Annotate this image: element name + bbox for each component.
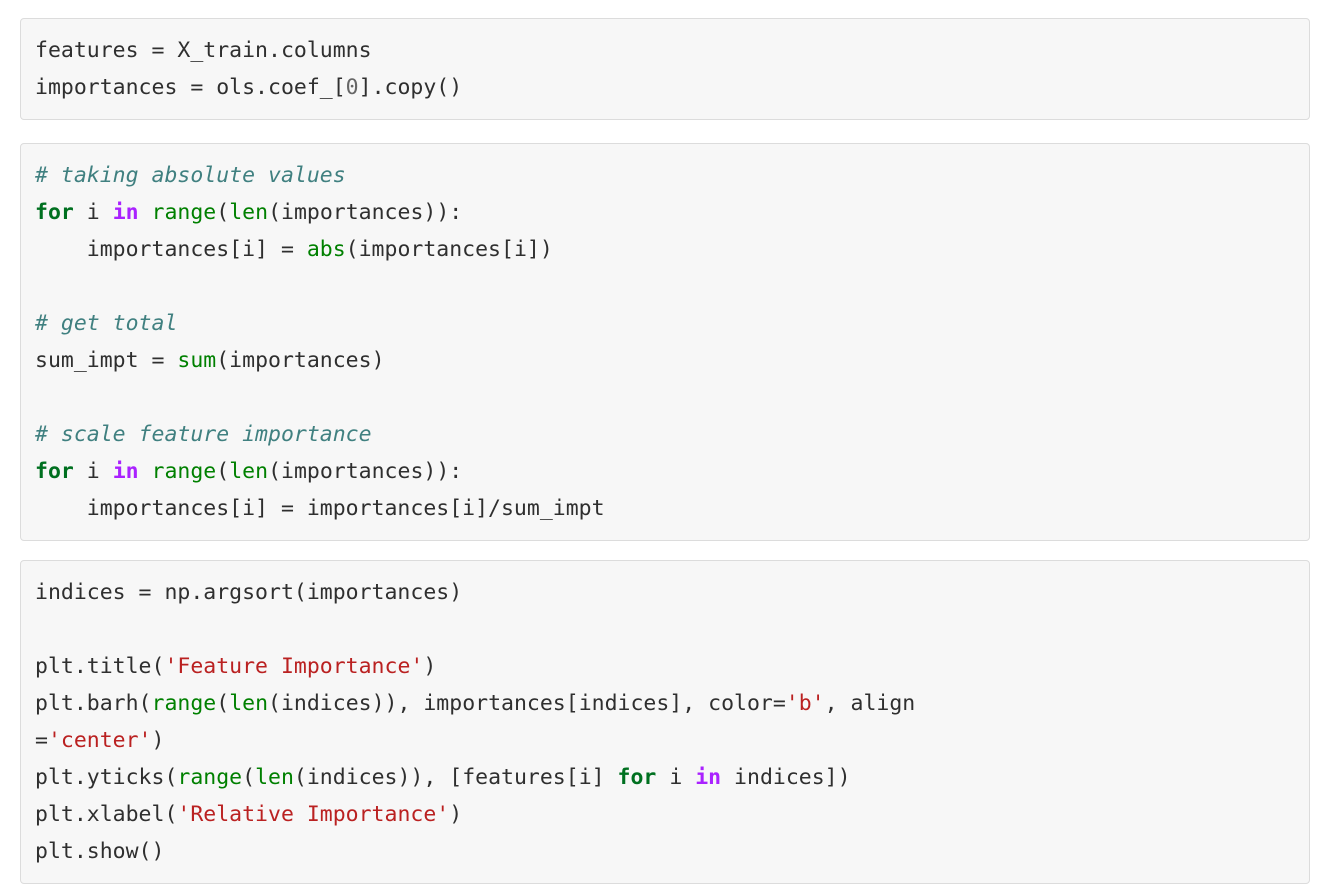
code-cell[interactable]: features = X_train.columns importances = … <box>20 18 1310 120</box>
code-token: plt.show() <box>35 839 165 864</box>
code-token: # taking absolute values <box>35 163 346 188</box>
code-token: ( <box>242 765 256 790</box>
code-line: sum_impt = sum(importances) <box>35 342 1295 379</box>
code-token: ) <box>449 802 463 827</box>
code-token: plt.title( <box>35 654 165 679</box>
code-line: features = X_train.columns <box>35 32 1295 69</box>
code-line: for i in range(len(importances)): <box>35 453 1295 490</box>
code-token: 'b' <box>785 691 825 716</box>
code-token: range <box>151 200 217 225</box>
code-line: # taking absolute values <box>35 157 1295 194</box>
code-token: ) <box>423 654 437 679</box>
code-token: i <box>73 459 113 484</box>
code-token: 0 <box>345 75 359 100</box>
code-token <box>139 200 152 225</box>
code-token: for <box>617 765 657 790</box>
code-token <box>139 459 152 484</box>
code-line: plt.title('Feature Importance') <box>35 648 1295 685</box>
code-token: ) <box>151 728 165 753</box>
code-token: (indices)), [features[i] <box>293 765 618 790</box>
code-token: range <box>151 459 217 484</box>
code-line: plt.barh(range(len(indices)), importance… <box>35 685 1295 722</box>
code-token: , align <box>824 691 916 716</box>
code-token: plt.yticks( <box>35 765 178 790</box>
code-token: sum <box>177 348 217 373</box>
code-token: len <box>255 765 294 790</box>
code-line: importances = ols.coef_[0].copy() <box>35 69 1295 106</box>
code-line: plt.yticks(range(len(indices)), [feature… <box>35 759 1295 796</box>
code-token: in <box>695 765 722 790</box>
code-token: i <box>73 200 113 225</box>
code-token: plt.barh( <box>35 691 152 716</box>
code-cell[interactable]: indices = np.argsort(importances) plt.tit… <box>20 560 1310 884</box>
code-token: len <box>229 691 269 716</box>
code-line <box>35 611 1295 648</box>
code-line: for i in range(len(importances)): <box>35 194 1295 231</box>
code-token: abs <box>306 237 346 262</box>
code-line: plt.show() <box>35 833 1295 870</box>
code-token: len <box>229 459 269 484</box>
code-token: range <box>177 765 243 790</box>
code-line <box>35 268 1295 305</box>
code-token: features = X_train.columns <box>35 38 372 63</box>
code-token: = <box>35 728 48 753</box>
code-token: ( <box>216 459 230 484</box>
code-token: plt.xlabel( <box>35 802 178 827</box>
code-line: importances[i] = importances[i]/sum_impt <box>35 490 1295 527</box>
code-token: (importances)): <box>268 459 463 484</box>
code-token: for <box>35 200 74 225</box>
code-token: (indices)), importances[indices], color= <box>268 691 786 716</box>
code-token: importances[i] = importances[i]/sum_impt <box>35 496 605 521</box>
code-token: ( <box>216 200 230 225</box>
code-token: len <box>229 200 269 225</box>
code-token: # get total <box>35 311 178 336</box>
code-token: indices]) <box>721 765 851 790</box>
code-line: # get total <box>35 305 1295 342</box>
code-token: (importances[i]) <box>345 237 553 262</box>
code-token: (importances) <box>216 348 385 373</box>
code-token: (importances)): <box>268 200 463 225</box>
code-token: 'center' <box>47 728 152 753</box>
code-line: ='center') <box>35 722 1295 759</box>
code-token: 'Feature Importance' <box>164 654 424 679</box>
code-token: importances = ols.coef_[ <box>35 75 346 100</box>
code-token: i <box>656 765 696 790</box>
code-text[interactable]: indices = np.argsort(importances) plt.tit… <box>35 574 1295 870</box>
code-token: in <box>112 200 139 225</box>
code-token: 'Relative Importance' <box>177 802 450 827</box>
code-line <box>35 379 1295 416</box>
code-line: indices = np.argsort(importances) <box>35 574 1295 611</box>
code-line: plt.xlabel('Relative Importance') <box>35 796 1295 833</box>
code-line: # scale feature importance <box>35 416 1295 453</box>
code-token: # scale feature importance <box>35 422 372 447</box>
code-token: range <box>151 691 217 716</box>
code-token: sum_impt = <box>35 348 178 373</box>
code-token: importances[i] = <box>35 237 307 262</box>
code-token: in <box>112 459 139 484</box>
code-text[interactable]: features = X_train.columns importances = … <box>35 32 1295 106</box>
code-token: ( <box>216 691 230 716</box>
code-token: indices = np.argsort(importances) <box>35 580 463 605</box>
code-token: ].copy() <box>358 75 463 100</box>
code-token: for <box>35 459 74 484</box>
code-line: importances[i] = abs(importances[i]) <box>35 231 1295 268</box>
